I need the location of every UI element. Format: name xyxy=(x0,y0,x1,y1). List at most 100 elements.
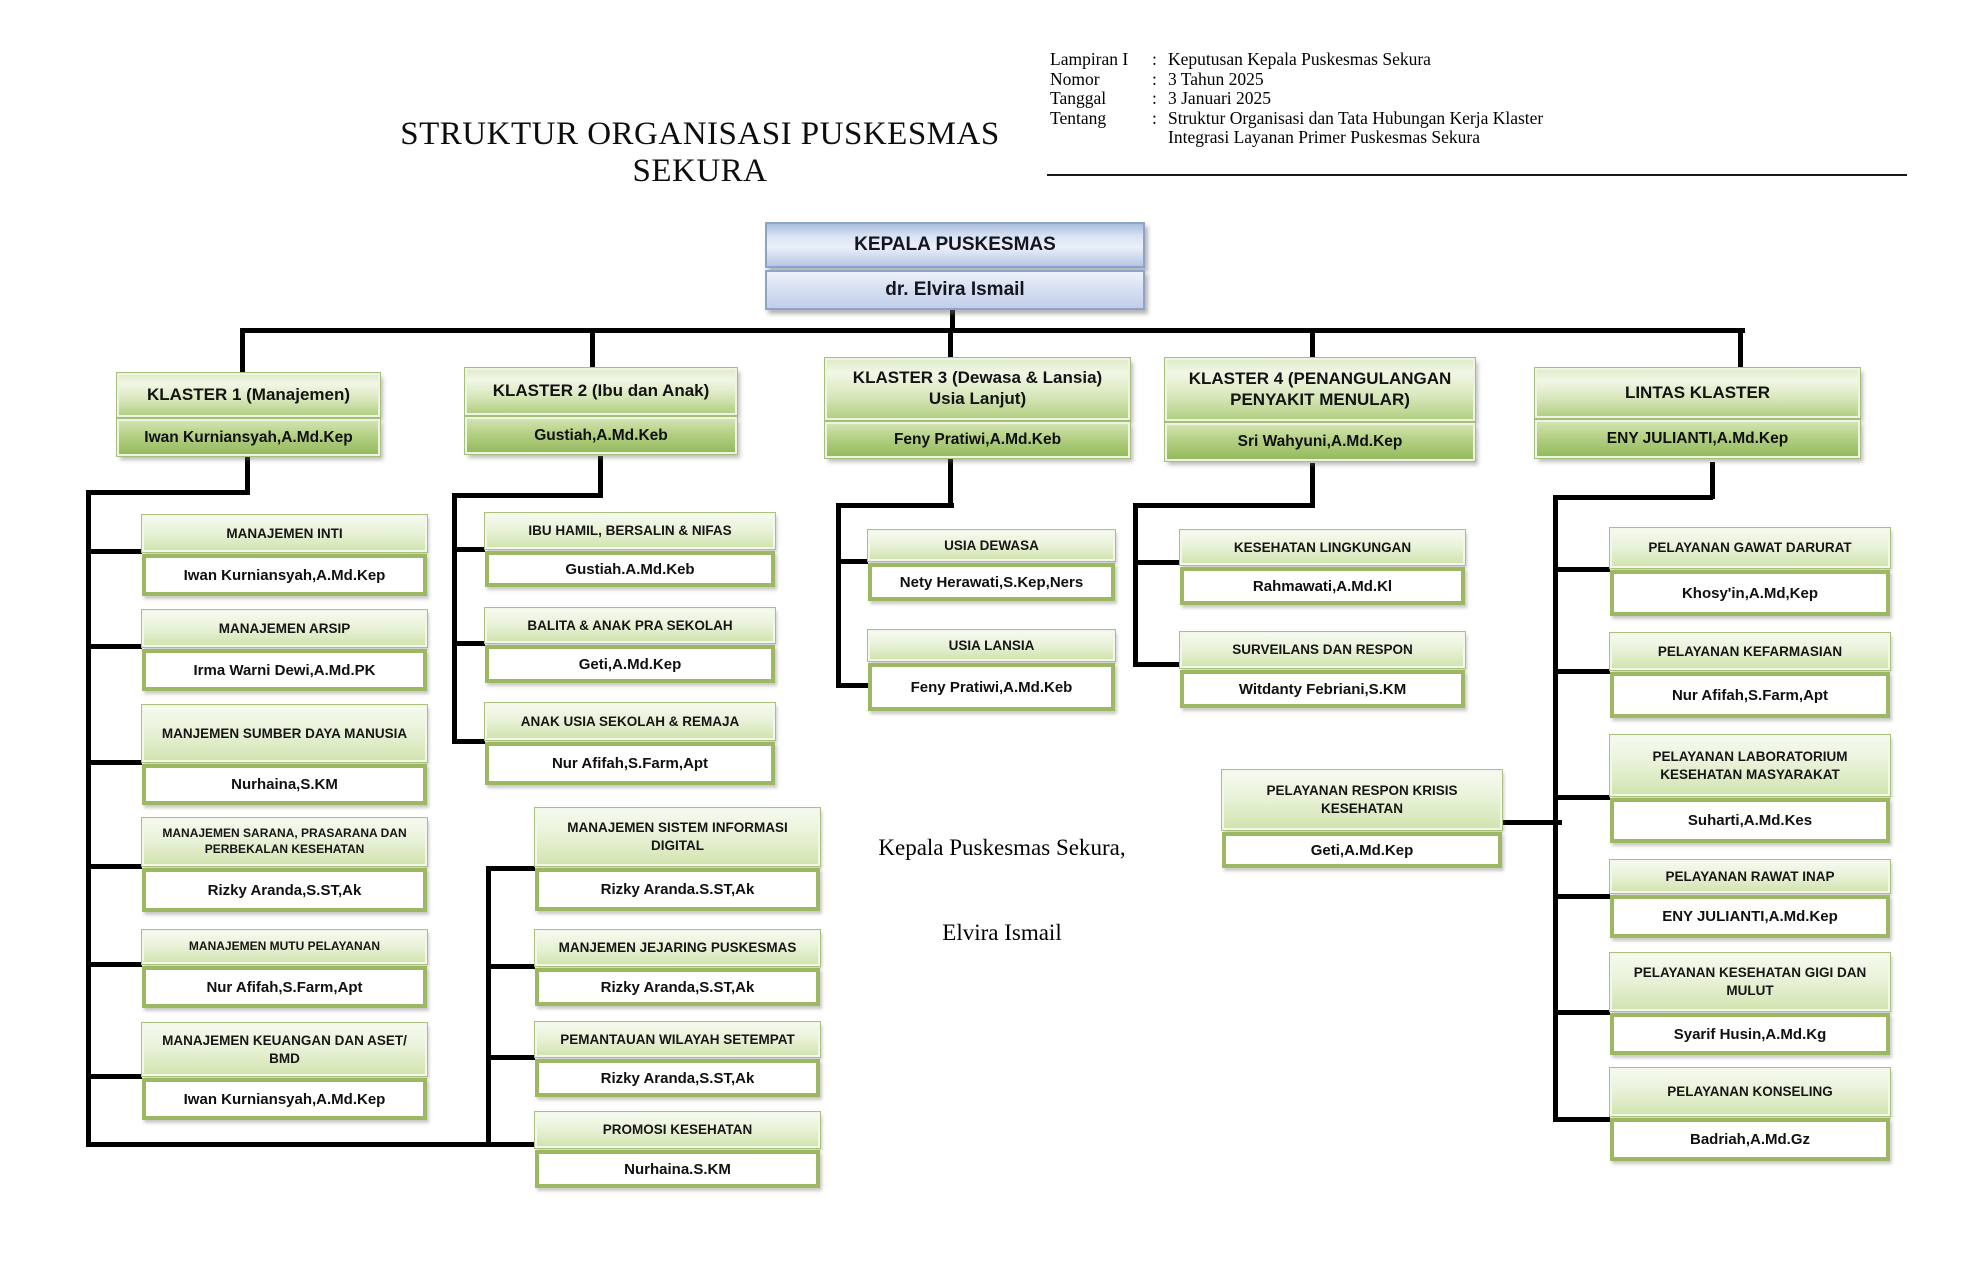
connector-line xyxy=(836,559,868,564)
memo-label: Tentang xyxy=(1050,107,1107,128)
connector-line xyxy=(1553,894,1610,899)
connector-line xyxy=(486,1055,535,1060)
unit-name: Syarif Husin,A.Md.Kg xyxy=(1610,1013,1890,1055)
unit-title: PELAYANAN RAWAT INAP xyxy=(1610,860,1890,893)
signature-name: Elvira Ismail xyxy=(942,920,1062,945)
connector-line xyxy=(836,503,841,688)
connector-line xyxy=(948,458,953,507)
connector-line xyxy=(240,328,245,373)
unit-name: Nety Herawati,S.Kep,Ners xyxy=(868,563,1115,601)
unit-pelayanan-konseling: PELAYANAN KONSELING Badriah,A.Md.Gz xyxy=(1610,1068,1890,1161)
connector-line xyxy=(836,503,954,508)
root-node-kepala-puskesmas: KEPALA PUSKESMAS dr. Elvira Ismail xyxy=(765,222,1145,310)
unit-name: Rizky Aranda.S.ST,Ak xyxy=(535,868,820,911)
unit-title: IBU HAMIL, BERSALIN & NIFAS xyxy=(485,513,775,549)
connector-line xyxy=(1553,1117,1610,1122)
memo-colon: : xyxy=(1152,68,1157,89)
unit-name: Nur Afifah,S.Farm,Apt xyxy=(1610,672,1890,718)
unit-promosi-kesehatan: PROMOSI KESEHATAN Nurhaina.S.KM xyxy=(535,1112,820,1188)
memo-colon: : xyxy=(1152,88,1157,108)
root-name: dr. Elvira Ismail xyxy=(765,270,1145,310)
unit-title: PELAYANAN KEFARMASIAN xyxy=(1610,633,1890,670)
unit-manajemen-sarana-prasarana: MANAJEMEN SARANA, PRASARANA DAN PERBEKAL… xyxy=(142,818,427,912)
unit-name: Geti,A.Md.Kep xyxy=(485,645,775,683)
connector-line xyxy=(590,328,595,368)
unit-title: MANAJEMEN SISTEM INFORMASI DIGITAL xyxy=(535,808,820,866)
cluster-4-header: KLASTER 4 (PENANGULANGAN PENYAKIT MENULA… xyxy=(1165,358,1475,461)
unit-name: Rizky Aranda,S.ST,Ak xyxy=(142,868,427,912)
unit-pelayanan-laboratorium: PELAYANAN LABORATORIUM KESEHATAN MASYARA… xyxy=(1610,735,1890,843)
connector-line xyxy=(86,490,91,1147)
connector-line xyxy=(1553,495,1558,1122)
connector-line xyxy=(240,328,1745,333)
cluster-head-name: Iwan Kurniansyah,A.Md.Kep xyxy=(117,419,380,456)
unit-name: ENY JULIANTI,A.Md.Kep xyxy=(1610,895,1890,938)
unit-name: Feny Pratiwi,A.Md.Keb xyxy=(868,663,1115,711)
connector-line xyxy=(486,866,491,1147)
connector-line xyxy=(86,864,142,869)
unit-name: Nurhaina,S.KM xyxy=(142,764,427,805)
unit-name: Irma Warni Dewi,A.Md.PK xyxy=(142,649,427,691)
memo-value: 3 Tahun 2025 xyxy=(1168,68,1264,89)
unit-title: KESEHATAN LINGKUNGAN xyxy=(1180,530,1465,565)
unit-title: MANAJEMEN ARSIP xyxy=(142,610,427,647)
unit-title: PELAYANAN RESPON KRISIS KESEHATAN xyxy=(1222,770,1502,830)
connector-line xyxy=(452,739,485,744)
unit-name: Rizky Aranda,S.ST,Ak xyxy=(535,968,820,1006)
connector-line xyxy=(86,962,142,967)
connector-line xyxy=(1553,795,1610,800)
unit-title: USIA DEWASA xyxy=(868,530,1115,561)
cluster-title: KLASTER 2 (Ibu dan Anak) xyxy=(465,368,737,415)
connector-line xyxy=(86,644,142,649)
connector-line xyxy=(1133,503,1315,508)
memo-value: Struktur Organisasi dan Tata Hubungan Ke… xyxy=(1168,107,1544,147)
connector-line xyxy=(452,547,485,552)
unit-pelayanan-kesehatan-gigi-mulut: PELAYANAN KESEHATAN GIGI DAN MULUT Syari… xyxy=(1610,953,1890,1055)
unit-manajemen-mutu-pelayanan: MANAJEMEN MUTU PELAYANAN Nur Afifah,S.Fa… xyxy=(142,930,427,1008)
memo-label: Lampiran I xyxy=(1050,49,1129,69)
connector-line xyxy=(1553,567,1610,572)
cluster-title: LINTAS KLASTER xyxy=(1535,368,1860,418)
page-title: STRUKTUR ORGANISASI PUSKESMAS SEKURA xyxy=(400,116,1000,189)
unit-pelayanan-rawat-inap: PELAYANAN RAWAT INAP ENY JULIANTI,A.Md.K… xyxy=(1610,860,1890,938)
unit-pelayanan-gawat-darurat: PELAYANAN GAWAT DARURAT Khosy'in,A.Md,Ke… xyxy=(1610,528,1890,616)
connector-line xyxy=(86,1074,142,1079)
unit-manajemen-sistem-informasi-digital: MANAJEMEN SISTEM INFORMASI DIGITAL Rizky… xyxy=(535,808,820,911)
memo-underline xyxy=(1047,174,1907,176)
unit-name: Geti,A.Md.Kep xyxy=(1222,832,1502,868)
unit-pelayanan-kefarmasian: PELAYANAN KEFARMASIAN Nur Afifah,S.Farm,… xyxy=(1610,633,1890,718)
memo-label: Nomor xyxy=(1050,68,1100,89)
unit-name: Nur Afifah,S.Farm,Apt xyxy=(485,742,775,785)
connector-line xyxy=(836,683,868,688)
connector-line xyxy=(950,306,955,332)
unit-title: PEMANTAUAN WILAYAH SETEMPAT xyxy=(535,1022,820,1057)
connector-line xyxy=(598,456,603,497)
connector-line xyxy=(1553,669,1610,674)
connector-line xyxy=(948,328,953,358)
memo-colon: : xyxy=(1152,107,1157,128)
unit-name: Rahmawati,A.Md.Kl xyxy=(1180,567,1465,605)
cluster-title: KLASTER 1 (Manajemen) xyxy=(117,373,380,417)
memo-row: Tanggal:3 Januari 2025 xyxy=(1050,88,1912,109)
connector-line xyxy=(452,641,485,646)
unit-title: PELAYANAN KONSELING xyxy=(1610,1068,1890,1116)
cluster-3-header: KLASTER 3 (Dewasa & Lansia) Usia Lanjut)… xyxy=(825,358,1130,458)
unit-title: SURVEILANS DAN RESPON xyxy=(1180,632,1465,668)
memo-value: 3 Januari 2025 xyxy=(1168,88,1272,108)
connector-line xyxy=(1133,503,1138,667)
connector-line xyxy=(86,549,142,554)
unit-name: Suharti,A.Md.Kes xyxy=(1610,798,1890,843)
unit-manajemen-keuangan-aset: MANAJEMEN KEUANGAN DAN ASET/ BMD Iwan Ku… xyxy=(142,1023,427,1120)
unit-name: Badriah,A.Md.Gz xyxy=(1610,1118,1890,1161)
unit-manjemen-jejaring-puskesmas: MANJEMEN JEJARING PUSKESMAS Rizky Aranda… xyxy=(535,930,820,1006)
unit-name: Khosy'in,A.Md,Kep xyxy=(1610,570,1890,616)
memo-row: Lampiran I:Keputusan Kepala Puskesmas Se… xyxy=(1050,49,1912,70)
unit-manajemen-inti: MANAJEMEN INTI Iwan Kurniansyah,A.Md.Kep xyxy=(142,515,427,596)
cluster-lintas-header: LINTAS KLASTER ENY JULIANTI,A.Md.Kep xyxy=(1535,368,1860,458)
connector-line xyxy=(1553,1010,1610,1015)
unit-name: Iwan Kurniansyah,A.Md.Kep xyxy=(142,554,427,596)
connector-line xyxy=(245,456,250,494)
unit-manajemen-arsip: MANAJEMEN ARSIP Irma Warni Dewi,A.Md.PK xyxy=(142,610,427,691)
unit-title: MANJEMEN SUMBER DAYA MANUSIA xyxy=(142,705,427,762)
unit-title: MANAJEMEN INTI xyxy=(142,515,427,552)
